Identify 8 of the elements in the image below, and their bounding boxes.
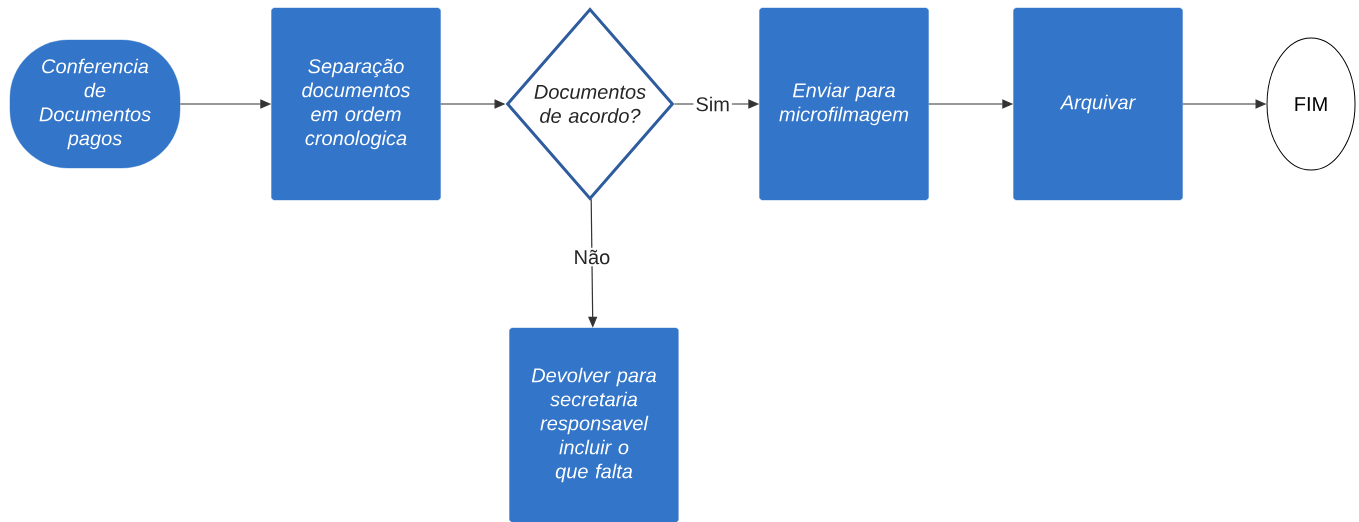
process-box: Devolver para secretaria responsavel incluir o que falta xyxy=(509,327,679,522)
edge-label: Não xyxy=(571,247,613,267)
process-box: Enviar para microfilmagem xyxy=(759,7,929,201)
process-box: Arquivar xyxy=(1013,7,1183,201)
start-terminal: Conferencia de Documentos pagos xyxy=(9,39,181,169)
end-terminal: FIM xyxy=(1266,37,1356,171)
process-box: Separação documentos em ordem cronologica xyxy=(271,7,441,201)
edge-label: Sim xyxy=(693,94,732,114)
